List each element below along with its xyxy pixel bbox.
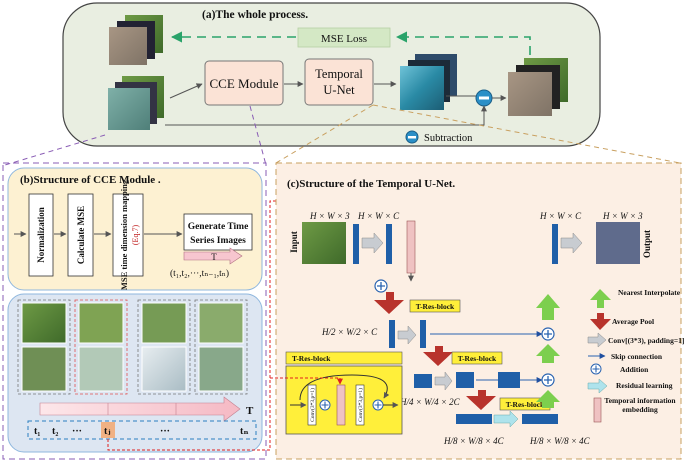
generate-series-box [183, 213, 253, 251]
panel-b: (b)Structure of CCE Module . Normalizati… [2, 162, 416, 460]
output-label: Output [642, 230, 652, 258]
timeline-t2: t₂ [52, 426, 58, 437]
dim-out-1: H × W × C [539, 211, 582, 221]
legend-nearest: Nearest Interpolate [618, 288, 681, 297]
panel-b-title: (b)Structure of CCE Module . [20, 174, 161, 186]
timeline-t1: t₁ [34, 426, 40, 437]
subtraction-legend-label: Subtraction [424, 133, 473, 144]
equation-ref: (Eq.7) [131, 225, 140, 246]
time-arrow-large [39, 396, 241, 422]
time-series-images [17, 299, 248, 395]
temporal-embedding-bar [406, 220, 416, 274]
timeline-dots-1: ··· [72, 426, 82, 437]
predicted-image-stack [400, 54, 457, 110]
t-res-block-header-label: T-Res-block [292, 354, 331, 363]
dim-out-2: H × W × 3 [602, 211, 643, 221]
generate-series-label-2: Series Images [190, 236, 246, 246]
legend-avgpool: Average Pool [612, 317, 654, 326]
legend-addition: Addition [620, 365, 649, 374]
timeline-dots-2: ··· [160, 426, 170, 437]
time-arrow-small [183, 247, 243, 265]
panel-c: (c)Structure of the Temporal U-Net. Inpu… [270, 162, 684, 460]
upsample-1 [536, 294, 560, 320]
timeline-tn: tₙ [240, 426, 249, 437]
input-label: Input [289, 231, 299, 253]
svg-text:T-Res-block: T-Res-block [416, 302, 455, 311]
timeline-tj: tⱼ [104, 426, 110, 437]
input-image-stack-bottom [108, 76, 164, 130]
legend-conv-icon [587, 332, 607, 348]
temporal-unet-box [304, 58, 374, 106]
connector-right-b [372, 104, 681, 164]
temporal-unet-label-2: U-Net [323, 83, 355, 97]
upsample-3 [536, 390, 560, 408]
temporal-unet-label-1: Temporal [315, 67, 363, 81]
panel-c-title: (c)Structure of the Temporal U-Net. [287, 178, 455, 190]
unet-conv-in [353, 224, 359, 264]
legend-residual: Residual learning [616, 381, 673, 390]
t-res-conv-1: Conv(3*3,p=1) [309, 388, 316, 422]
unet-dec1 [552, 224, 558, 264]
legend-avgpool-icon [590, 313, 611, 330]
input-image-stack-top [109, 15, 163, 65]
normalization-box [28, 193, 54, 277]
connector-right-a [275, 104, 374, 164]
time-mapping-label: MSE time dimension mapping [119, 179, 129, 290]
svg-text:T-Res-block: T-Res-block [458, 354, 497, 363]
legend: Nearest Interpolate Average Pool Conv[(3… [587, 288, 684, 423]
timeline-sequence-box [27, 420, 257, 440]
input-image [302, 222, 346, 264]
svg-text:T-Res-block: T-Res-block [506, 400, 545, 409]
t-res-block-header [285, 351, 403, 365]
cce-module-label: CCE Module [210, 76, 279, 91]
timeline-label: T [246, 405, 254, 417]
time-mapping-box [112, 193, 144, 277]
calculate-mse-box [67, 193, 94, 277]
output-image [596, 222, 640, 264]
t-res-block-tag-1 [409, 299, 461, 313]
legend-residual-icon [587, 378, 608, 394]
time-arrow-label: T [211, 252, 217, 262]
legend-conv: Conv[(3*3), padding=1] [608, 336, 684, 345]
mse-loss-box [297, 27, 391, 48]
arrow-input-to-subtraction [165, 105, 487, 126]
arrow-to-cce [169, 83, 203, 99]
panel-a-title: (a)The whole process. [202, 9, 308, 21]
time-sequence: (t₁,t₂,···,tₙ₋₁,tₙ) [170, 268, 229, 279]
legend-skip: Skip connection [611, 352, 663, 361]
level4-dim-right: H/8 × W/8 × 4C [529, 436, 591, 446]
level4-dim-left: H/8 × W/8 × 4C [443, 436, 505, 446]
panel-a: (a)The whole process. MSE Loss CCE Modul… [62, 2, 601, 147]
dim-in-1: H × W × 3 [309, 211, 350, 221]
calculate-mse-label: Calculate MSE [76, 206, 86, 264]
t-res-conv-2: Conv(3*3,p=1) [357, 388, 364, 422]
level3-dim: H/4 × W/4 × 2C [399, 397, 461, 407]
result-image-stack [508, 58, 568, 116]
t-res-block-tag-2 [451, 351, 503, 365]
cce-module-box [204, 60, 284, 106]
connector-left-b [249, 105, 267, 166]
panel-b-frame [2, 162, 267, 460]
generate-series-label-1: Generate Time [188, 222, 249, 232]
legend-embedding-icon [593, 397, 602, 423]
upsample-2 [536, 344, 560, 363]
mse-loss-label: MSE Loss [321, 33, 367, 45]
unet-enc1 [386, 224, 392, 264]
normalization-label: Normalization [36, 207, 46, 263]
level2-dim: H/2 × W/2 × C [321, 327, 378, 337]
timeline-tj-highlight [101, 422, 115, 438]
avg-pool-1 [374, 292, 404, 314]
mse-loss-loop [170, 31, 531, 70]
legend-nearest-icon [590, 289, 611, 308]
legend-embedding: Temporal information embedding [604, 396, 676, 414]
dim-in-2: H × W × C [357, 211, 400, 221]
